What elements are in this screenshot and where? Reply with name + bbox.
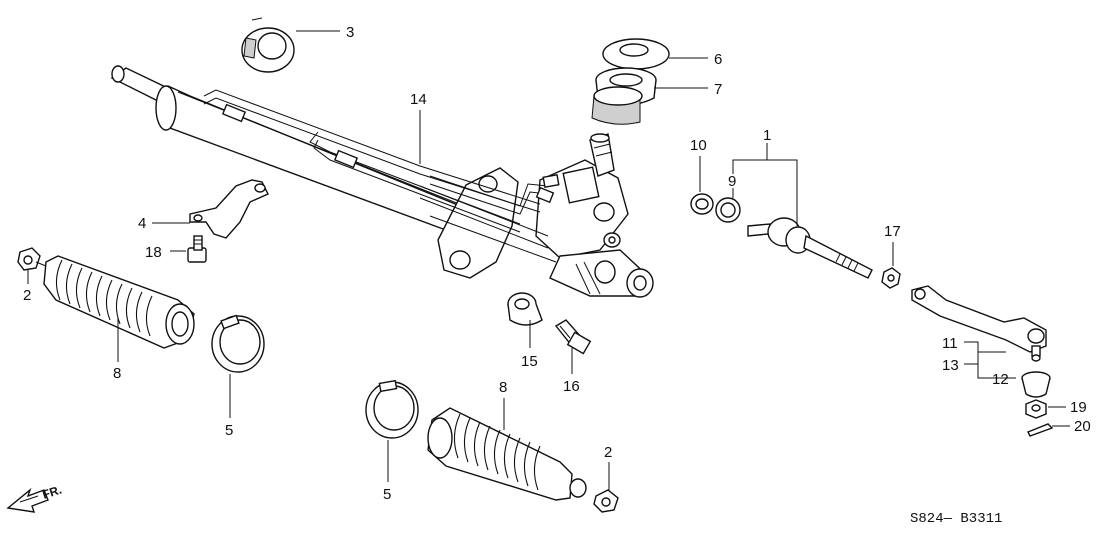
callout-8-right: 8 xyxy=(499,379,507,396)
tie-rod xyxy=(747,217,873,279)
callout-8-left: 8 xyxy=(113,365,121,382)
rack-bushing xyxy=(241,17,295,73)
callout-19: 19 xyxy=(1070,399,1087,416)
boot-band-left xyxy=(211,314,265,373)
callout-3: 3 xyxy=(346,24,354,41)
callout-18: 18 xyxy=(145,244,162,261)
callout-labels: 3 6 7 14 1 10 9 4 17 18 2 11 15 13 8 12 … xyxy=(23,24,1091,503)
diagram-catalog-code: S824— B3311 xyxy=(910,511,1002,527)
boot-clip-right xyxy=(593,489,619,513)
callout-2-left: 2 xyxy=(23,287,31,304)
tie-rod-end xyxy=(911,285,1047,362)
callout-10: 10 xyxy=(690,137,707,154)
mount-cushion xyxy=(591,67,657,125)
callout-5-right: 5 xyxy=(383,486,391,503)
mount-cushion-plate xyxy=(602,38,670,70)
rack-boot-right xyxy=(427,407,587,501)
hydraulic-line-set xyxy=(203,89,560,233)
castle-nut xyxy=(1025,399,1047,419)
callout-1: 1 xyxy=(763,127,771,144)
callout-16: 16 xyxy=(563,378,580,395)
callout-12: 12 xyxy=(992,371,1009,388)
dust-seal-boot xyxy=(1021,371,1051,398)
front-direction-indicator: FR. xyxy=(6,483,64,513)
leader-lines xyxy=(27,30,1070,490)
callout-20: 20 xyxy=(1074,418,1091,435)
tie-rod-lock-nut xyxy=(881,267,901,289)
callout-17: 17 xyxy=(884,223,901,240)
callout-5-left: 5 xyxy=(225,422,233,439)
rack-boot-left xyxy=(43,255,195,349)
boot-band-right xyxy=(365,379,419,439)
callout-13: 13 xyxy=(942,357,959,374)
stop-washer xyxy=(715,197,741,223)
boot-clip-left xyxy=(17,247,47,271)
callout-2-right: 2 xyxy=(604,444,612,461)
front-label: FR. xyxy=(41,483,64,502)
callout-6: 6 xyxy=(714,51,722,68)
callout-15: 15 xyxy=(521,353,538,370)
callout-4: 4 xyxy=(138,215,146,232)
lock-washer xyxy=(690,193,714,215)
callout-11: 11 xyxy=(942,335,958,352)
callout-14: 14 xyxy=(410,91,427,108)
cotter-pin xyxy=(1027,423,1054,437)
front-arrow-icon xyxy=(6,487,49,513)
flange-bolt xyxy=(187,235,207,263)
steering-gear-box-assembly xyxy=(110,65,654,298)
gear-box-bushing xyxy=(507,292,543,326)
gear-box-bolt xyxy=(554,319,592,355)
callout-9: 9 xyxy=(728,173,736,190)
callout-7: 7 xyxy=(714,81,722,98)
rack-holder-clamp xyxy=(189,179,269,239)
